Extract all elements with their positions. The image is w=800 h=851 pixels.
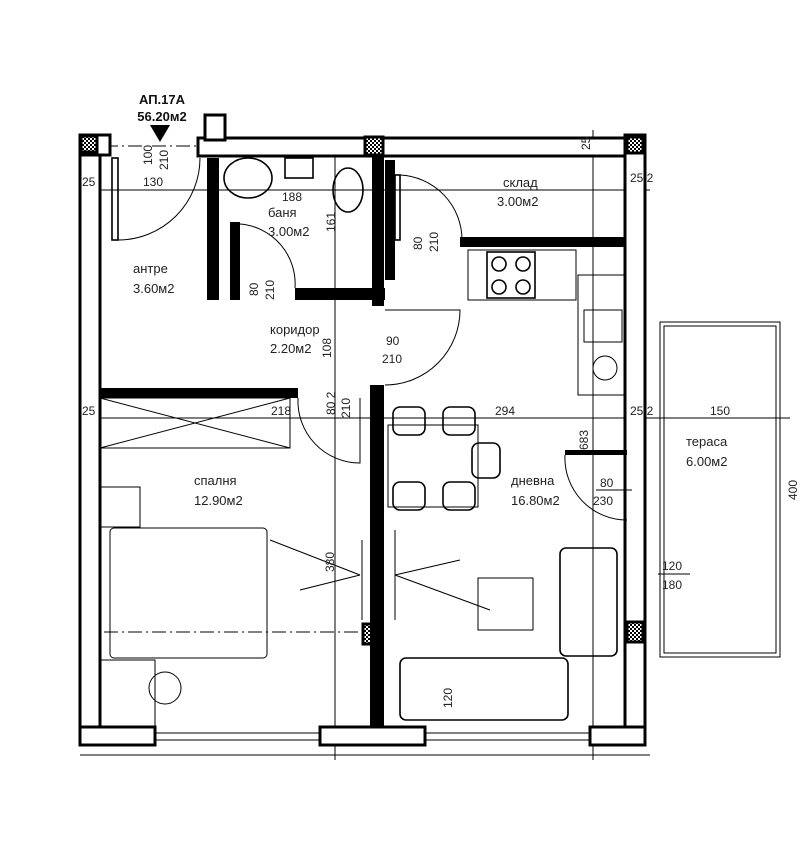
sink-icon — [223, 157, 273, 199]
room-name: спалня — [194, 473, 237, 488]
room-area: 3.00м2 — [497, 194, 538, 209]
furniture — [99, 157, 626, 728]
dim-text: 210 — [263, 280, 277, 300]
doors — [111, 157, 628, 620]
apartment-area: 56.20м2 — [137, 109, 186, 124]
room-name: коридор — [270, 322, 320, 337]
dim-text: 108 — [320, 338, 334, 358]
labels: АП.17А 56.20м2 антре 3.60м2 баня 3.00м2 … — [82, 92, 800, 708]
room-area: 2.20м2 — [270, 341, 311, 356]
room-name: склад — [503, 175, 538, 190]
dim-text: 25 — [82, 175, 96, 189]
dim-text: 80 — [411, 236, 425, 250]
room-area: 12.90м2 — [194, 493, 243, 508]
room-name: тераса — [686, 434, 728, 449]
dim-text: 80 — [600, 476, 614, 490]
apartment-title: АП.17А — [139, 92, 186, 107]
dim-text: 130 — [143, 175, 163, 189]
coffee-table — [477, 577, 534, 631]
room-area: 6.00м2 — [686, 454, 727, 469]
dim-text: 120 — [441, 688, 455, 708]
dim-text: 25 2 — [630, 404, 654, 418]
dim-text: 230 — [593, 494, 613, 508]
bed — [109, 527, 268, 659]
dim-text: 80 — [247, 282, 261, 296]
dim-text: 80 2 — [324, 391, 338, 415]
wardrobe — [99, 397, 291, 449]
kitchen-counter — [467, 249, 577, 301]
dim-text: 210 — [339, 398, 353, 418]
dining-table — [387, 406, 501, 511]
dishwasher-icon — [592, 355, 618, 381]
kitchen-sink-icon — [583, 309, 623, 343]
room-name: антре — [133, 261, 168, 276]
stove-icon — [486, 251, 536, 299]
interior-walls — [100, 156, 627, 727]
dim-text: 90 — [386, 334, 400, 348]
dim-text: 218 — [271, 404, 291, 418]
dim-text: 683 — [577, 430, 591, 450]
dim-text: 100 — [141, 145, 155, 165]
dim-text: 25 — [579, 136, 593, 150]
dim-text: 210 — [427, 232, 441, 252]
armchair — [559, 547, 618, 657]
dim-text: 294 — [495, 404, 515, 418]
terrace — [659, 321, 781, 658]
entrance-marker-icon — [150, 125, 170, 142]
dim-text: 210 — [382, 352, 402, 366]
dim-text: 150 — [710, 404, 730, 418]
dim-text: 380 — [323, 552, 337, 572]
room-name: баня — [268, 205, 297, 220]
exterior-walls — [78, 113, 647, 747]
dim-text: 210 — [157, 150, 171, 170]
room-area: 16.80м2 — [511, 493, 560, 508]
dim-text: 180 — [662, 578, 682, 592]
dim-text: 25 — [82, 404, 96, 418]
sofa — [399, 657, 569, 721]
dim-text: 161 — [324, 212, 338, 232]
room-name: дневна — [511, 473, 555, 488]
room-area: 3.60м2 — [133, 281, 174, 296]
dim-text: 400 — [786, 480, 800, 500]
toilet-icon — [332, 167, 364, 213]
boiler-icon — [284, 157, 314, 179]
dim-text: 120 — [662, 559, 682, 573]
room-area: 3.00м2 — [268, 224, 309, 239]
dim-text: 25 2 — [630, 171, 654, 185]
dim-text: 188 — [282, 190, 302, 204]
axis-lines — [80, 130, 790, 760]
